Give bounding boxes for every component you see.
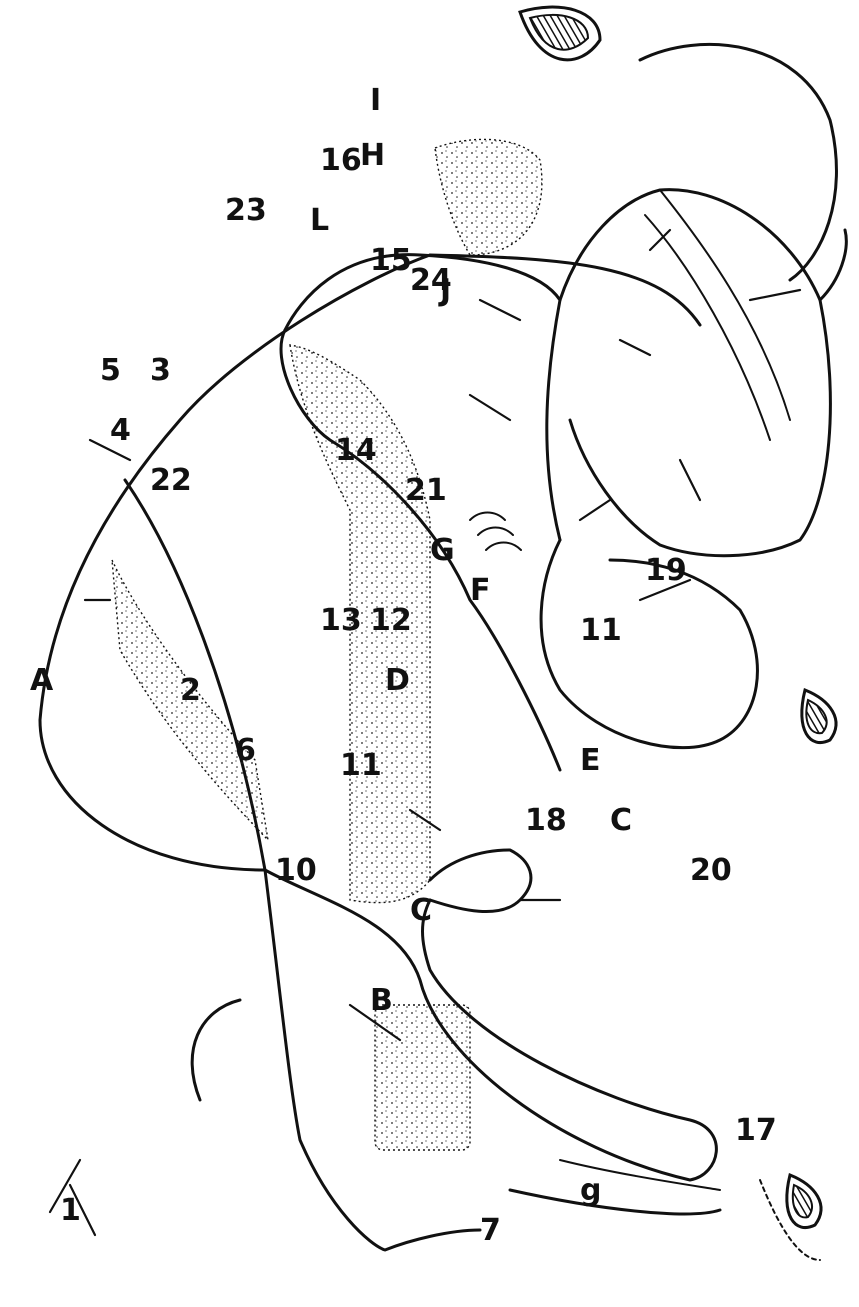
label-11b: 11 (580, 613, 622, 648)
label-L: L (310, 203, 329, 238)
wrinkle-3 (486, 543, 521, 551)
label-E: E (580, 743, 601, 778)
label-H: H (360, 138, 385, 173)
label-22: 22 (150, 463, 192, 498)
face-line-1 (660, 190, 790, 420)
label-A: A (30, 663, 54, 698)
stipple-B (375, 1005, 470, 1150)
label-C1: C (410, 893, 432, 928)
thigh-outline (265, 870, 716, 1180)
label-20: 20 (690, 853, 732, 888)
label-13: 13 (320, 603, 362, 638)
label-2: 2 (180, 673, 201, 708)
label-9: g (580, 1173, 601, 1208)
jaw-line (547, 300, 560, 540)
label-F: F (470, 573, 491, 608)
flank-outline (430, 850, 531, 912)
wrinkle-2 (478, 528, 513, 536)
label-B: B (370, 983, 393, 1018)
label-17: 17 (735, 1113, 777, 1148)
label-15: 15 (370, 243, 412, 278)
label-5: 5 (100, 353, 121, 388)
label-10: 10 (275, 853, 317, 888)
label-D: D (385, 663, 410, 698)
label-6: 6 (235, 733, 256, 768)
label-4: 4 (110, 413, 131, 448)
label-G: G (430, 533, 455, 568)
label-19: 19 (645, 553, 687, 588)
label-12: 12 (370, 603, 412, 638)
hind-leg-rear (510, 1190, 720, 1214)
label-C2: C (610, 803, 632, 838)
label-7: 7 (480, 1213, 501, 1248)
label-16: 16 (320, 143, 362, 178)
label-J: J (438, 273, 451, 308)
hip-line (192, 1000, 240, 1100)
label-23: 23 (225, 193, 267, 228)
label-3: 3 (150, 353, 171, 388)
label-11a: 11 (340, 748, 382, 783)
ear (820, 230, 846, 300)
label-I: I (370, 83, 381, 118)
wrinkle-1 (470, 513, 505, 521)
label-18: 18 (525, 803, 567, 838)
label-1: 1 (60, 1193, 81, 1228)
label-14: 14 (335, 433, 377, 468)
head-outline (560, 190, 830, 556)
label-21: 21 (405, 473, 447, 508)
stipple-neck (435, 139, 542, 255)
